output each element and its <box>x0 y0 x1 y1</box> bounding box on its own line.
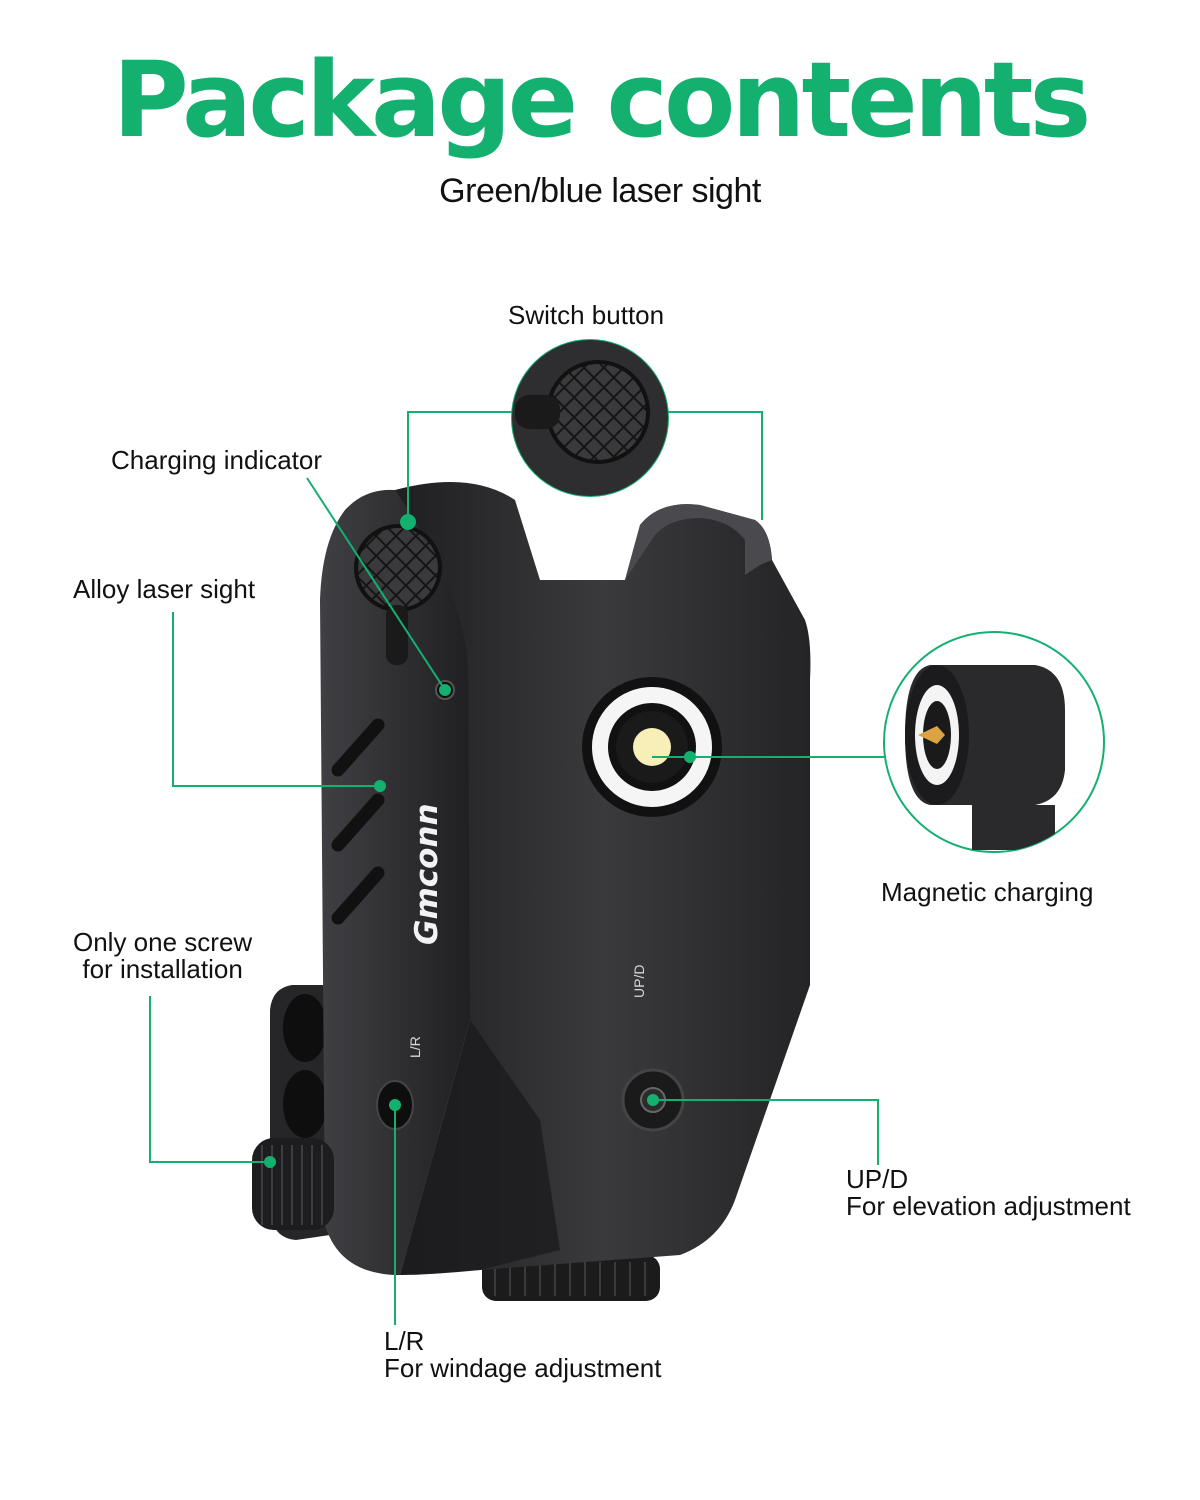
label-windage-line1: L/R <box>384 1326 425 1356</box>
device-switch-knob <box>354 524 442 612</box>
mount-hole-lower <box>283 1070 327 1138</box>
page-title: Package contents <box>112 39 1092 161</box>
label-elevation-line1: UP/D <box>846 1164 909 1194</box>
charging-port-ring <box>592 687 712 807</box>
device-marking-lr: L/R <box>407 1036 423 1058</box>
installation-thumb-screw <box>252 1138 334 1230</box>
label-windage: L/R For windage adjustment <box>384 1328 661 1382</box>
label-installation-screw: Only one screw for installation <box>73 929 252 983</box>
device-side-face <box>320 489 470 1275</box>
vent-slots <box>331 718 385 925</box>
leader-lines <box>149 411 884 1325</box>
label-installation-screw-line2: for installation <box>82 954 243 984</box>
label-magnetic-charging: Magnetic charging <box>881 877 1094 907</box>
switch-knob-tab <box>386 605 408 665</box>
label-windage-line2: For windage adjustment <box>384 1353 662 1383</box>
lower-bevel <box>400 1020 560 1275</box>
charging-port-pin <box>633 728 671 766</box>
mount-hole-upper <box>283 994 327 1062</box>
label-alloy-laser-sight: Alloy laser sight <box>73 574 256 604</box>
switch-button-zoom-knob <box>546 360 650 464</box>
label-elevation: UP/D For elevation adjustment <box>846 1166 1131 1220</box>
right-ear <box>625 504 772 580</box>
label-elevation-line2: For elevation adjustment <box>846 1191 1131 1221</box>
page-subtitle: Green/blue laser sight <box>439 172 761 210</box>
label-charging-indicator: Charging indicator <box>111 445 323 475</box>
device-marking-updown: UP/D <box>631 965 647 998</box>
label-switch-button: Switch button <box>508 300 665 330</box>
leader-dots <box>264 514 696 1168</box>
bottom-knob-ridges <box>494 1262 646 1296</box>
label-installation-screw-line1: Only one screw <box>73 927 253 957</box>
brand-logo: Gmconn <box>409 803 445 945</box>
